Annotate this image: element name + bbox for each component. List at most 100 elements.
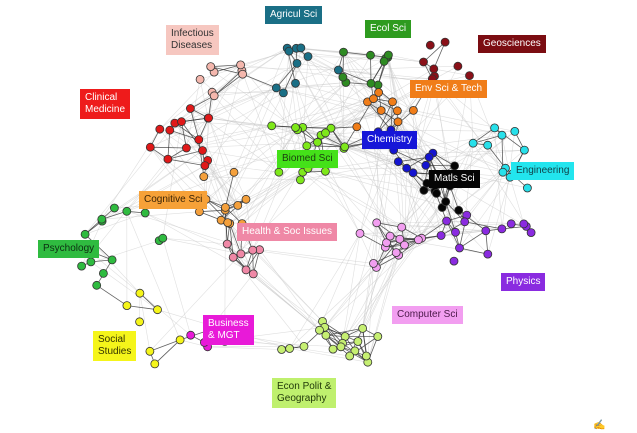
- edge-light: [343, 148, 422, 239]
- cluster-label-chem: Chemistry: [362, 131, 418, 149]
- node-matls: [432, 188, 441, 198]
- node-biomed: [320, 166, 330, 176]
- edge-light: [367, 252, 397, 363]
- node-phys: [526, 228, 536, 238]
- node-clin: [194, 135, 204, 145]
- edge-light: [199, 79, 209, 119]
- edge-light: [509, 177, 525, 224]
- edge-dark: [367, 101, 392, 131]
- node-psych: [107, 255, 117, 265]
- node-phys: [451, 227, 460, 237]
- edge-light: [344, 239, 419, 337]
- edge-light: [338, 65, 458, 71]
- edge-light: [181, 47, 288, 122]
- node-psych: [86, 257, 96, 267]
- edge-light: [487, 177, 511, 255]
- edge-light: [204, 92, 213, 166]
- edge-dark: [393, 149, 426, 166]
- edge-light: [320, 134, 425, 191]
- node-psych: [158, 233, 168, 243]
- edge-light: [295, 127, 407, 169]
- node-env: [393, 117, 403, 127]
- edge-dark: [421, 220, 447, 239]
- edge-light: [300, 47, 345, 147]
- node-econ: [336, 342, 346, 352]
- edge-light: [302, 101, 393, 128]
- edge-dark: [433, 41, 446, 70]
- node-infec: [238, 69, 248, 79]
- cluster-label-psych: Psychology: [38, 240, 100, 258]
- node-clin: [163, 154, 173, 164]
- edge-light: [226, 243, 327, 336]
- edge-light: [145, 212, 254, 275]
- edge-light: [406, 167, 489, 255]
- node-env: [388, 97, 397, 107]
- edge-light: [376, 221, 465, 268]
- edge-dark: [370, 55, 372, 84]
- edge-light: [181, 121, 272, 127]
- edge-light: [162, 237, 241, 255]
- cluster-label-soc: Social Studies: [93, 331, 137, 361]
- node-psych: [140, 208, 150, 218]
- edge-dark: [464, 221, 502, 230]
- node-chem: [408, 168, 418, 178]
- node-econ: [345, 351, 355, 361]
- edge-light: [425, 127, 495, 166]
- node-phys: [455, 243, 464, 253]
- node-infec: [206, 62, 216, 71]
- edge-light: [241, 171, 303, 224]
- edge-dark: [174, 122, 200, 140]
- node-phys: [442, 216, 452, 226]
- edge-light: [412, 83, 435, 173]
- node-comp: [413, 235, 423, 245]
- edge-dark: [210, 64, 241, 67]
- node-biomed: [302, 141, 312, 151]
- edge-light: [340, 238, 422, 347]
- edge-light: [159, 64, 241, 130]
- node-psych: [99, 268, 108, 278]
- edge-light: [208, 117, 239, 206]
- edge-dark: [359, 233, 386, 248]
- edge-light: [325, 171, 436, 192]
- edge-dark: [376, 222, 401, 240]
- edge-dark: [390, 101, 393, 130]
- edge-light: [300, 172, 414, 181]
- node-soc: [135, 288, 145, 298]
- edge-light: [207, 117, 247, 200]
- node-phys: [483, 249, 493, 259]
- node-health: [236, 249, 246, 259]
- edge-light: [162, 238, 191, 336]
- edge-dark: [306, 145, 345, 148]
- node-geo: [425, 40, 435, 50]
- edge-dark: [210, 66, 243, 75]
- edge-dark: [150, 146, 187, 149]
- node-comp: [385, 231, 395, 241]
- node-eng: [468, 138, 478, 148]
- node-clin: [165, 125, 175, 135]
- edge-dark: [96, 284, 128, 306]
- cluster-label-econ: Econ Polit & Geography: [272, 378, 337, 408]
- edge-light: [362, 252, 397, 329]
- node-ecol: [366, 50, 375, 60]
- edge-light: [203, 127, 303, 177]
- edge-light: [359, 230, 486, 234]
- edge-light: [388, 54, 424, 63]
- node-ecol: [366, 79, 376, 88]
- node-matls: [454, 205, 464, 215]
- node-biomed: [274, 167, 284, 177]
- edge-light: [302, 82, 347, 128]
- edge-light: [139, 293, 151, 352]
- node-clin: [181, 143, 191, 153]
- node-cog: [199, 172, 209, 182]
- edge-light: [343, 148, 394, 151]
- node-chem: [424, 152, 434, 162]
- edge-light: [207, 63, 298, 161]
- node-infec: [195, 75, 205, 84]
- edge-light: [276, 84, 379, 89]
- edge-light: [186, 125, 272, 149]
- edge-dark: [169, 129, 199, 140]
- edge-light: [289, 233, 361, 349]
- node-geo: [440, 37, 450, 47]
- node-agri: [303, 52, 313, 61]
- edge-light: [150, 146, 222, 221]
